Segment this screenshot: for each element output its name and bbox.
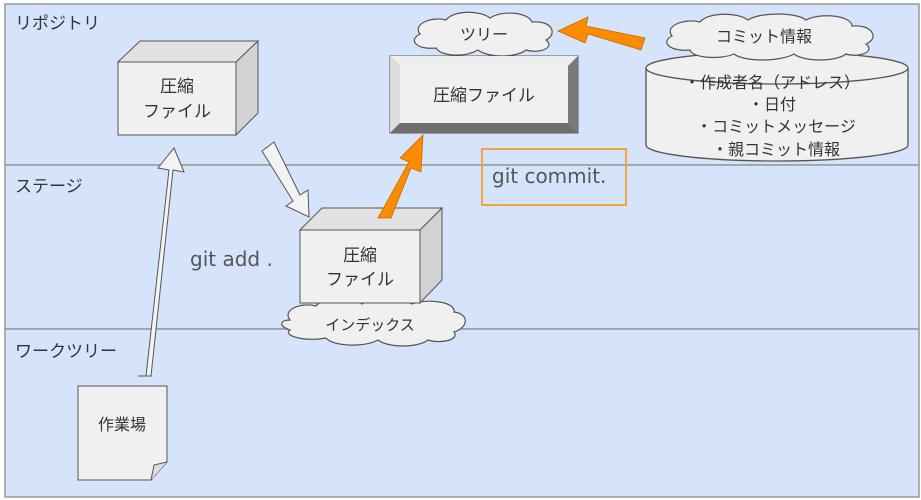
compressed-file-repo-line2: ファイル xyxy=(143,102,211,122)
cloud-label-tree: ツリー xyxy=(460,25,508,44)
arrow-up-right-icon xyxy=(377,133,424,219)
cloud-tree: ツリー xyxy=(413,11,553,57)
compressed-file-stage-line2: ファイル xyxy=(326,270,394,290)
cloud-index: インデックス xyxy=(281,297,466,347)
commit-info-item: ・作成者名（アドレス） xyxy=(684,73,860,92)
zone-label-repository: リポジトリ xyxy=(15,14,100,34)
tree-compressed-file-label: 圧縮ファイル xyxy=(433,86,535,106)
zone-label-worktree: ワークツリー xyxy=(15,342,117,362)
arrow-up-icon xyxy=(138,147,185,377)
git-commit-command: git commit. xyxy=(492,164,606,188)
cloud-commit-info: コミット情報 xyxy=(666,13,874,61)
commit-info-item: ・コミットメッセージ xyxy=(696,117,856,136)
workspace-label: 作業場 xyxy=(98,415,146,434)
arrow-left-icon xyxy=(557,16,646,51)
workspace-document: 作業場 xyxy=(77,385,168,481)
zone-stage: ステージ xyxy=(4,164,920,330)
compressed-file-repo-line1: 圧縮 xyxy=(160,77,194,97)
cloud-label-commit-info: コミット情報 xyxy=(716,27,812,46)
arrow-down-right-icon xyxy=(261,141,310,218)
commit-info-item: ・日付 xyxy=(748,95,796,114)
git-commit-box xyxy=(481,148,627,206)
commit-info-cylinder: ・作成者名（アドレス） ・日付 ・コミットメッセージ ・親コミット情報 xyxy=(645,51,909,162)
tree-compressed-file-box: 圧縮ファイル xyxy=(389,55,579,134)
commit-info-item: ・親コミット情報 xyxy=(712,140,840,159)
git-add-command: git add . xyxy=(190,247,273,271)
compressed-file-repo-box: 圧縮 ファイル xyxy=(116,39,260,137)
compressed-file-stage-line1: 圧縮 xyxy=(343,246,377,266)
compressed-file-stage-box: 圧縮 ファイル xyxy=(298,206,444,305)
zone-label-stage: ステージ xyxy=(15,177,83,197)
cloud-label-index: インデックス xyxy=(325,316,415,334)
